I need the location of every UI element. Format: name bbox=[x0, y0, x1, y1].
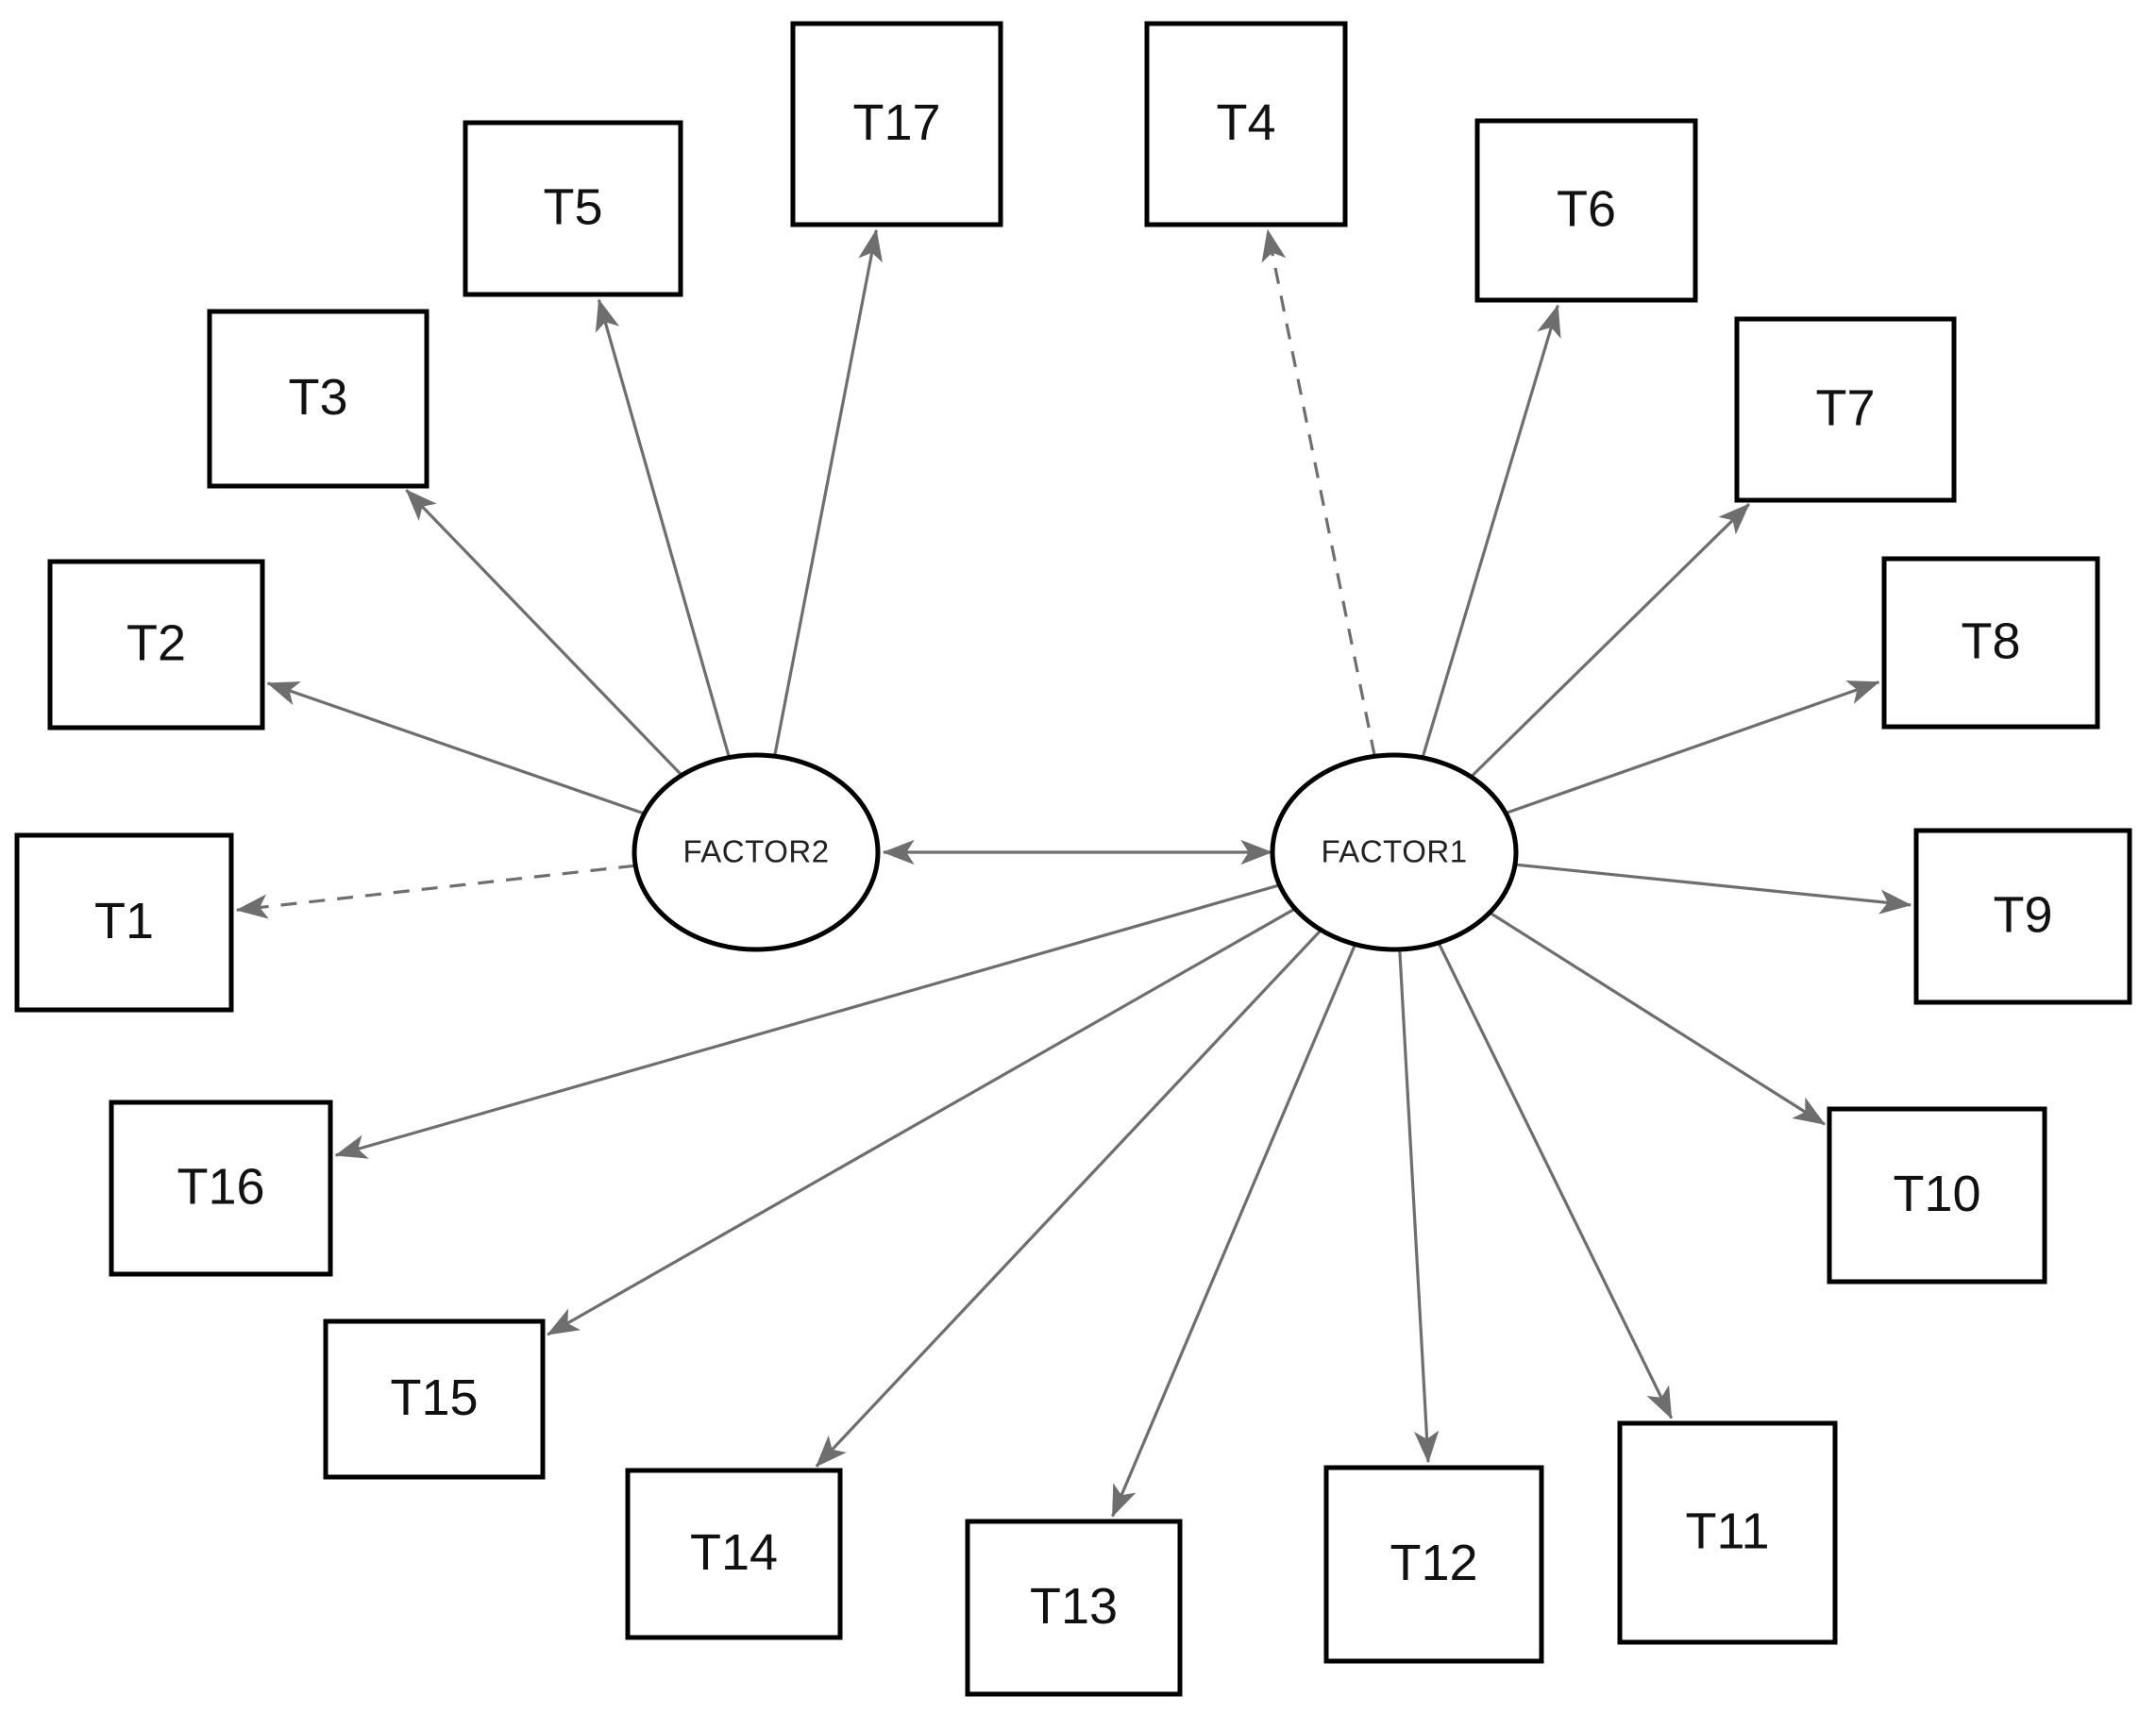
indicator-node-t4[interactable]: T4 bbox=[1144, 21, 1348, 227]
factor-label-factor2: FACTOR2 bbox=[682, 834, 829, 869]
indicator-box-t12[interactable] bbox=[1323, 1465, 1544, 1664]
indicator-label-t8: T8 bbox=[1961, 613, 2020, 669]
indicator-node-t9[interactable]: T9 bbox=[1913, 828, 2132, 1005]
indicator-node-t7[interactable]: T7 bbox=[1734, 316, 1957, 503]
indicator-box-t7[interactable] bbox=[1734, 316, 1957, 503]
indicator-label-t6: T6 bbox=[1557, 180, 1616, 237]
factor-node-factor1[interactable]: FACTOR1 bbox=[1270, 752, 1519, 952]
indicator-box-t14[interactable] bbox=[625, 1468, 843, 1640]
indicator-box-t5[interactable] bbox=[463, 120, 683, 297]
indicator-label-t17: T17 bbox=[852, 94, 940, 151]
edge-factor2-to-t3 bbox=[405, 489, 682, 776]
indicator-box-t3[interactable] bbox=[207, 309, 430, 489]
indicator-node-t14[interactable]: T14 bbox=[625, 1468, 843, 1640]
indicator-label-t3: T3 bbox=[288, 369, 347, 426]
indicator-box-t8[interactable] bbox=[1881, 556, 2100, 730]
indicator-box-t11[interactable] bbox=[1617, 1420, 1838, 1645]
edge-factor1-to-t7 bbox=[1470, 503, 1751, 778]
indicator-label-t10: T10 bbox=[1893, 1166, 1980, 1222]
indicator-label-t15: T15 bbox=[390, 1369, 478, 1426]
indicator-box-t10[interactable] bbox=[1827, 1106, 2047, 1285]
indicator-label-t16: T16 bbox=[177, 1158, 264, 1215]
edge-factor1-to-t13 bbox=[1111, 944, 1356, 1518]
indicator-box-t16[interactable] bbox=[109, 1100, 333, 1277]
edge-factor1-to-t14 bbox=[815, 930, 1322, 1468]
edge-layer bbox=[235, 228, 1912, 1518]
indicator-label-t11: T11 bbox=[1685, 1503, 1769, 1559]
edge-factor1-to-t11 bbox=[1437, 943, 1674, 1419]
indicator-label-t2: T2 bbox=[126, 614, 186, 671]
edge-factor1-to-t15 bbox=[547, 907, 1295, 1336]
indicator-node-t3[interactable]: T3 bbox=[207, 309, 430, 489]
edge-factor1-to-t4 bbox=[1261, 228, 1376, 756]
indicator-box-t4[interactable] bbox=[1144, 21, 1348, 227]
indicator-node-t12[interactable]: T12 bbox=[1323, 1465, 1544, 1664]
edge-factor2-to-t1 bbox=[235, 864, 635, 919]
indicator-node-t11[interactable]: T11 bbox=[1617, 1420, 1838, 1645]
indicator-label-t14: T14 bbox=[690, 1524, 778, 1581]
indicator-node-t16[interactable]: T16 bbox=[109, 1100, 333, 1277]
indicator-node-t17[interactable]: T17 bbox=[790, 21, 1003, 227]
indicator-node-t1[interactable]: T1 bbox=[14, 832, 234, 1013]
indicator-node-t5[interactable]: T5 bbox=[463, 120, 683, 297]
indicator-node-t2[interactable]: T2 bbox=[47, 559, 265, 731]
indicator-label-t5: T5 bbox=[543, 178, 602, 235]
indicator-node-t13[interactable]: T13 bbox=[965, 1519, 1183, 1697]
edge-factor1-to-t12 bbox=[1398, 949, 1440, 1464]
factor-label-factor1: FACTOR1 bbox=[1321, 834, 1467, 869]
edge-factor1-to-t10 bbox=[1490, 912, 1826, 1126]
indicator-label-t13: T13 bbox=[1030, 1578, 1118, 1635]
indicator-label-t9: T9 bbox=[1993, 886, 2052, 943]
indicator-box-t2[interactable] bbox=[47, 559, 265, 731]
factor-ellipse-factor2[interactable] bbox=[632, 752, 881, 952]
indicator-box-t6[interactable] bbox=[1474, 118, 1698, 303]
edge-factor2-to-t17 bbox=[773, 228, 883, 756]
indicator-node-t10[interactable]: T10 bbox=[1827, 1106, 2047, 1285]
indicator-node-t6[interactable]: T6 bbox=[1474, 118, 1698, 303]
indicator-box-t1[interactable] bbox=[14, 832, 234, 1013]
factor-node-factor2[interactable]: FACTOR2 bbox=[632, 752, 881, 952]
indicator-box-t13[interactable] bbox=[965, 1519, 1183, 1697]
edge-factor2-to-t5 bbox=[595, 298, 731, 758]
indicator-label-t12: T12 bbox=[1390, 1535, 1477, 1591]
edge-factor1-to-t9 bbox=[1515, 863, 1912, 915]
indicator-box-t15[interactable] bbox=[323, 1318, 546, 1480]
edge-factor1-to-t8 bbox=[1506, 680, 1880, 815]
edge-factor1-to-t16 bbox=[334, 883, 1280, 1159]
indicator-node-t15[interactable]: T15 bbox=[323, 1318, 546, 1480]
edge-factor2-to-t2 bbox=[266, 681, 645, 815]
edge-factor1-to-t6 bbox=[1421, 304, 1561, 758]
indicator-box-t17[interactable] bbox=[790, 21, 1003, 227]
indicator-label-t4: T4 bbox=[1216, 94, 1275, 151]
indicator-box-t9[interactable] bbox=[1913, 828, 2132, 1005]
factor-ellipse-factor1[interactable] bbox=[1270, 752, 1519, 952]
indicator-label-t1: T1 bbox=[94, 893, 154, 949]
indicator-label-t7: T7 bbox=[1815, 379, 1875, 436]
indicator-node-t8[interactable]: T8 bbox=[1881, 556, 2100, 730]
